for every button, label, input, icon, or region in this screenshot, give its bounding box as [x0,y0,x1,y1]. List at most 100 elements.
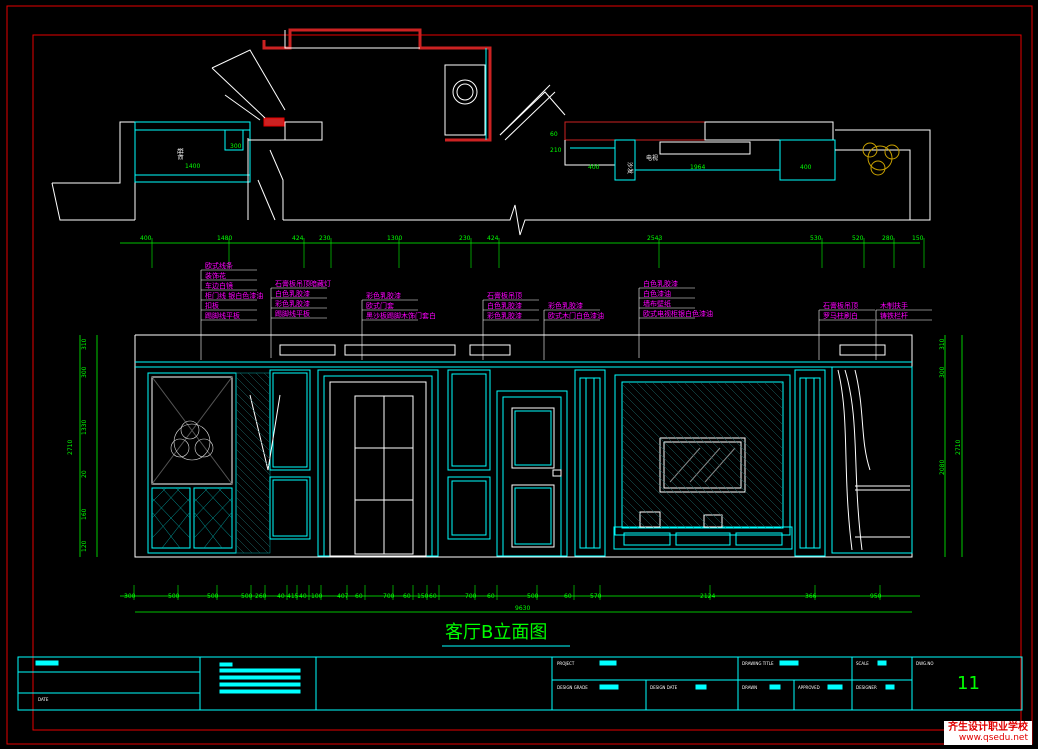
bottom-dim-label: 500 [241,593,253,600]
bottom-dim-label: 700 [383,593,395,600]
annotation-label: 白色漆油 [643,289,671,298]
bottom-dim-label: 60 [564,593,572,600]
plan-labels: 鞋柜 电视 沙发 1400 300 400 1964 400 60 210 [176,131,812,174]
hatch-line [621,439,711,529]
bottom-dim-label: 500 [527,593,539,600]
bottom-dim-label: 150 [417,593,429,600]
hatch-line [715,381,784,450]
hatch-line [235,528,261,554]
bottom-dim-label: 40 [299,593,307,600]
vdim-left: 20 [81,470,88,478]
title-block-labels: PROJECT DRAWING TITLE SCALE DWG.NO DESIG… [38,661,980,702]
annotation-label: 墙布壁纸 [643,299,671,308]
hatch-line [763,381,784,402]
hatch-line [621,407,743,529]
watermark-url: www.qsedu.net [958,733,1028,743]
hatch-line [235,440,271,476]
bottom-dim-label: 60 [429,593,437,600]
vdim-left: 1330 [81,420,88,435]
floor-plan [51,28,931,236]
annotation-label: 欧式线条 [205,261,233,270]
plan-dim: 1964 [690,164,705,171]
hatch-line [621,447,703,529]
hatch-line [747,381,784,418]
annotation-label: 柜门线 银白色漆油 [205,291,263,300]
annotation-label: 黑沙板踢脚木饰门套白 [366,311,436,320]
annotation-label: 扣板 [205,301,219,310]
bottom-dim-label: 700 [465,593,477,600]
project-label: PROJECT [557,661,575,666]
hatch-line [739,381,784,426]
vdim-left-total: 2710 [67,440,74,455]
hatch-line [235,480,271,516]
plan-dim: 60 [550,131,558,138]
hatch-line [235,448,271,484]
bottom-dim-label: 260 [255,593,267,600]
bottom-dim-label: 570 [590,593,602,600]
annotation-label: 踢脚线平板 [275,309,310,318]
hatch-line [621,519,631,529]
date-label: DESIGN DATE [650,685,678,690]
annotation-label: 彩色乳胶漆 [487,311,522,320]
hatch-line [691,381,784,474]
design-label: DESIGN GRADE [557,685,588,690]
vdim-left: 300 [81,366,88,378]
hatch-line [235,392,271,428]
hatch-line [621,383,767,529]
hatch-line [699,381,784,466]
annotation-label: 车边白镜 [205,281,233,290]
hatch-line [723,381,784,442]
hatch-line [235,432,271,468]
bottom-dim-label: 415 [287,593,299,600]
vdim-right-total: 2080 [939,460,946,475]
hatch-line [707,381,784,458]
annotation-label: 彩色乳胶漆 [548,301,583,310]
bottom-dim-label: 100 [311,593,323,600]
drawing-title: 客厅B立面图 [445,622,547,643]
annotation-label: 石膏板吊顶暗藏灯 [275,279,331,288]
hatch-line [621,431,719,529]
hatch-line [643,381,784,522]
plan-dim: 210 [550,147,562,154]
hatch-line [235,504,271,540]
top-dim-label: 530 [810,235,822,242]
annotation-label: 罗马柱刷白 [823,311,858,320]
hatch-line [779,381,784,386]
hatch-line [235,384,271,420]
hatch-line [683,381,784,482]
annotation-label: 踢脚线平板 [205,311,240,320]
top-dim-label: 520 [852,235,864,242]
hatch-line [235,424,271,460]
hatch-line [771,381,784,394]
outer-frame [6,5,1033,745]
hatch-line [675,381,784,490]
designer-label: DESIGNER [856,685,877,690]
title-block [17,656,1023,711]
watermark-name: 齐生设计职业学校 [948,722,1028,733]
hatch-line [627,381,775,529]
drawing-title-label: DRAWING TITLE [742,661,774,666]
hatch-line [755,381,784,410]
annotation-label: 石膏板吊顶 [487,291,522,300]
plan-label-sofa: 沙发 [626,162,634,174]
top-dim-label: 1480 [217,235,232,242]
bottom-dim-label: 300 [124,593,136,600]
bottom-dim-label: 60 [487,593,495,600]
top-dim-label: 424 [292,235,304,242]
page-number: 11 [957,673,980,694]
top-dim-label: 230 [459,235,471,242]
bottom-dim-label: 407 [337,593,349,600]
elevation [134,334,913,558]
top-dim-label: 424 [487,235,499,242]
vdim-right: 310 [939,338,946,350]
hatch-line [235,376,271,412]
hatch-line [621,495,655,529]
date-field-label: DATE [38,697,49,702]
top-dim-label: 230 [319,235,331,242]
hatch-line [235,512,271,548]
wall-hatch [235,372,784,554]
